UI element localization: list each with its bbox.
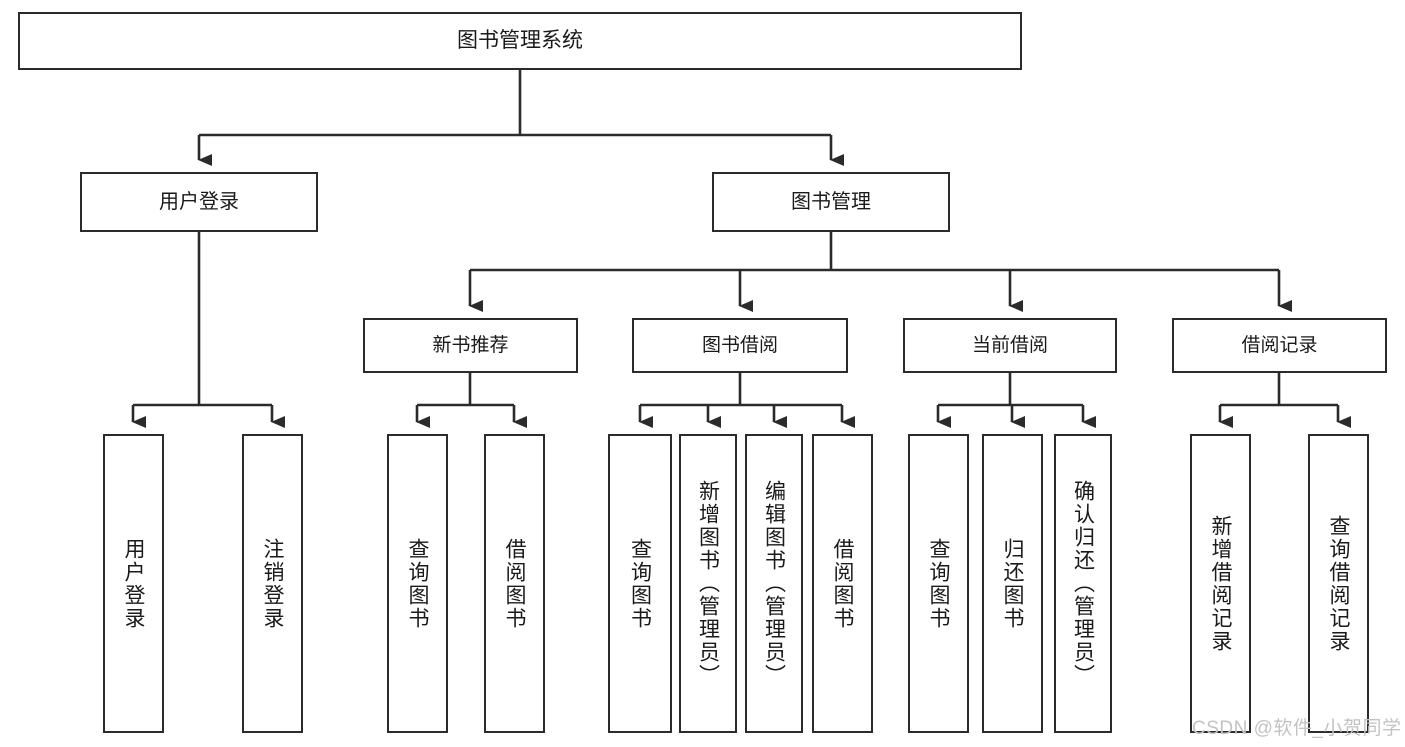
node-leaf-confirm-return[interactable]: 确认归还（管理员） <box>1054 434 1112 733</box>
node-user-login-label: 用户登录 <box>159 190 239 213</box>
node-current-borrow-label: 当前借阅 <box>971 334 1048 356</box>
node-new-book-recommend[interactable]: 新书推荐 <box>363 318 578 373</box>
node-leaf-edit-book[interactable]: 编辑图书（管理员） <box>745 434 803 733</box>
node-root-label: 图书管理系统 <box>457 28 583 52</box>
node-leaf-query-book-1[interactable]: 查询图书 <box>387 434 448 733</box>
node-leaf-query-book-3-label: 查询图书 <box>927 537 950 630</box>
node-leaf-add-book[interactable]: 新增图书（管理员） <box>679 434 737 733</box>
node-borrow-record[interactable]: 借阅记录 <box>1172 318 1387 373</box>
node-leaf-borrow-book-2[interactable]: 借阅图书 <box>812 434 873 733</box>
node-leaf-add-book-label: 新增图书（管理员） <box>696 480 720 687</box>
node-leaf-add-record[interactable]: 新增借阅记录 <box>1190 434 1251 733</box>
node-leaf-query-book-2[interactable]: 查询图书 <box>608 434 672 733</box>
node-leaf-return-book[interactable]: 归还图书 <box>982 434 1043 733</box>
node-borrow-record-label: 借阅记录 <box>1241 334 1318 356</box>
node-new-book-recommend-label: 新书推荐 <box>432 334 509 356</box>
node-leaf-logout[interactable]: 注销登录 <box>242 434 303 733</box>
node-book-manage[interactable]: 图书管理 <box>712 172 950 232</box>
node-leaf-confirm-return-label: 确认归还（管理员） <box>1071 480 1095 687</box>
node-leaf-user-login-label: 用户登录 <box>122 537 145 630</box>
node-book-borrow[interactable]: 图书借阅 <box>632 318 848 373</box>
watermark-text: CSDN @软件_小贺同学 <box>1192 718 1402 739</box>
node-leaf-return-book-label: 归还图书 <box>1001 537 1024 630</box>
node-leaf-query-book-2-label: 查询图书 <box>628 537 652 630</box>
node-current-borrow[interactable]: 当前借阅 <box>903 318 1117 373</box>
node-leaf-query-record[interactable]: 查询借阅记录 <box>1308 434 1369 733</box>
node-user-login[interactable]: 用户登录 <box>80 172 318 232</box>
node-leaf-user-login[interactable]: 用户登录 <box>103 434 164 733</box>
node-leaf-borrow-book-2-label: 借阅图书 <box>831 537 854 630</box>
node-leaf-query-record-label: 查询借阅记录 <box>1327 514 1350 653</box>
node-leaf-logout-label: 注销登录 <box>261 537 284 630</box>
node-leaf-query-book-1-label: 查询图书 <box>406 537 429 630</box>
node-leaf-add-record-label: 新增借阅记录 <box>1209 514 1232 653</box>
node-leaf-borrow-book-1-label: 借阅图书 <box>503 537 526 630</box>
node-book-manage-label: 图书管理 <box>791 190 871 213</box>
node-leaf-edit-book-label: 编辑图书（管理员） <box>762 480 786 687</box>
node-book-borrow-label: 图书借阅 <box>701 334 778 356</box>
node-root[interactable]: 图书管理系统 <box>18 12 1022 70</box>
node-leaf-borrow-book-1[interactable]: 借阅图书 <box>484 434 545 733</box>
node-leaf-query-book-3[interactable]: 查询图书 <box>908 434 969 733</box>
